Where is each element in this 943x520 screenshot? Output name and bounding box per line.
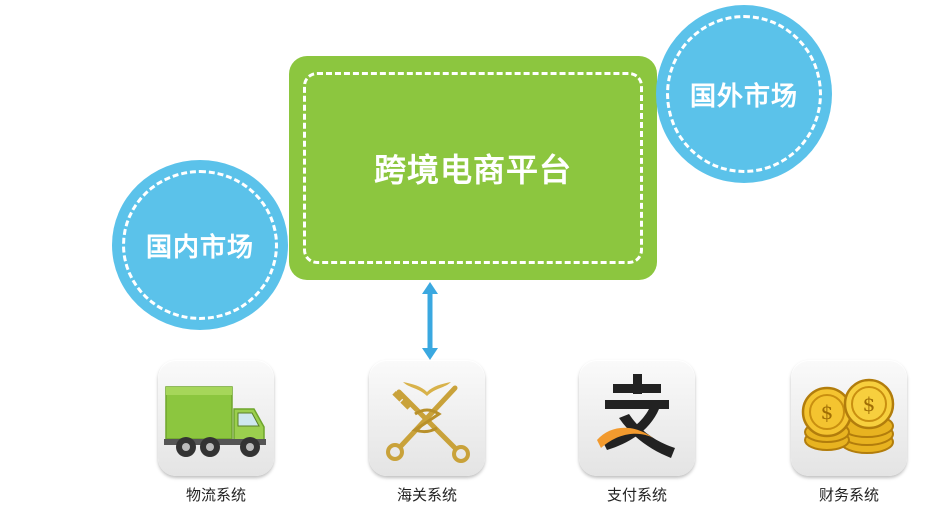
truck-icon — [164, 386, 266, 457]
logistics-tile — [158, 360, 274, 476]
foreign-market-label: 国外市场 — [689, 81, 798, 112]
domestic-market-label: 国内市场 — [145, 232, 254, 263]
gold-coins-icon: $ $ — [801, 378, 895, 454]
payment-tile — [579, 360, 695, 476]
logistics-label: 物流系统 — [185, 486, 246, 504]
customs-system: 海关系统 — [367, 360, 487, 505]
svg-text:$: $ — [863, 392, 876, 416]
platform-label: 跨境电商平台 — [373, 151, 572, 189]
payment-system: 支付系统 — [577, 360, 697, 505]
foreign-market-circle: 国外市场 — [656, 5, 832, 183]
payment-label: 支付系统 — [606, 486, 667, 504]
domestic-market-circle: 国内市场 — [112, 160, 288, 330]
alipay-icon — [597, 374, 675, 458]
finance-tile: $ $ — [791, 360, 907, 476]
finance-label: 财务系统 — [818, 486, 879, 504]
logistics-system: 物流系统 — [156, 360, 276, 505]
finance-system: $ $ 财务系统 — [789, 360, 909, 505]
customs-tile — [369, 360, 485, 476]
svg-text:$: $ — [821, 400, 834, 424]
customs-label: 海关系统 — [396, 486, 457, 504]
cross-border-platform-box: 跨境电商平台 — [289, 56, 657, 280]
bidirectional-arrow — [422, 282, 438, 360]
customs-emblem-icon — [386, 382, 470, 463]
